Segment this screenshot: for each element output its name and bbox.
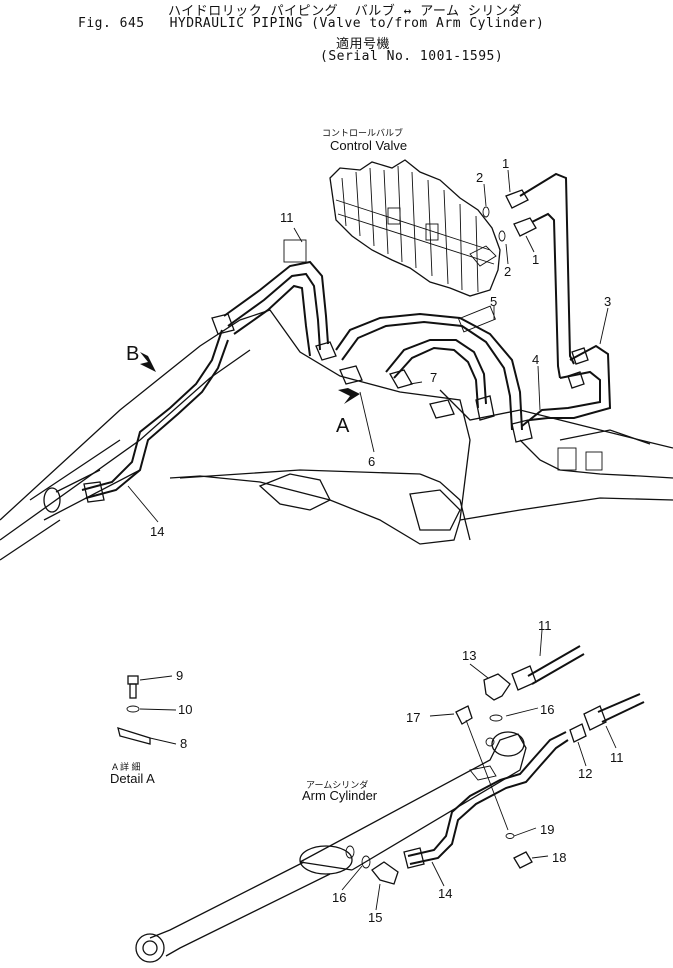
elbow-15: [361, 855, 399, 885]
boom: [0, 309, 673, 561]
part-number-17: 17: [406, 710, 420, 725]
detail-a-parts: [117, 675, 151, 745]
part-number-7: 7: [430, 370, 437, 385]
part-number-2a: 2: [476, 170, 483, 185]
clamp-17: [455, 705, 473, 725]
view-b-label: B: [126, 343, 139, 365]
part-number-13: 13: [462, 648, 476, 663]
title-japanese: ハイドロリック パイピング バルブ ↔ アーム シリンダ: [168, 4, 522, 19]
part-number-19: 19: [540, 822, 554, 837]
part-number-12: 12: [578, 766, 592, 781]
view-b-arrow: [140, 352, 156, 372]
control-valve-label: Control Valve: [330, 138, 407, 153]
part-number-3: 3: [604, 294, 611, 309]
part-number-18: 18: [552, 850, 566, 865]
hose-11-lower: [511, 645, 645, 731]
part-number-11c: 11: [610, 750, 624, 765]
nut-18: [513, 851, 533, 869]
view-a-label: A: [336, 415, 350, 437]
detail-a-label: Detail A: [110, 771, 155, 786]
part-number-11a: 11: [280, 210, 294, 225]
serial-range: (Serial No. 1001-1595): [320, 49, 504, 64]
leader-lines-lower: [139, 629, 617, 911]
part-number-14a: 14: [150, 524, 164, 539]
washer-19: [505, 833, 515, 839]
part-number-14b: 14: [438, 886, 452, 901]
steel-pipes: [519, 172, 612, 427]
fitting-12: [569, 723, 587, 743]
control-valve-label-jp: コントロールバルブ: [322, 127, 403, 138]
arm-cylinder: [135, 731, 527, 963]
part-number-8: 8: [180, 736, 187, 751]
part-number-16a: 16: [540, 702, 554, 717]
part-number-2b: 2: [504, 264, 511, 279]
part-number-15: 15: [368, 910, 382, 925]
leader-lines-upper: [127, 169, 609, 523]
part-number-11b: 11: [538, 618, 552, 633]
figure-title: Fig. 645 HYDRAULIC PIPING (Valve to/from…: [78, 16, 545, 31]
part-number-5: 5: [490, 294, 497, 309]
serial-japanese: 適用号機: [336, 37, 391, 52]
part-number-10: 10: [178, 702, 192, 717]
part-number-9: 9: [176, 668, 183, 683]
valve-fittings: [482, 189, 537, 242]
arm-cylinder-label: Arm Cylinder: [302, 788, 378, 803]
part-number-4: 4: [532, 352, 539, 367]
arm-cylinder-label-jp: アームシリンダ: [306, 779, 368, 790]
part-number-1a: 1: [502, 156, 509, 171]
fittings-6-7: [315, 341, 533, 443]
arm-pipe-14: [403, 731, 569, 869]
part-number-16b: 16: [332, 890, 346, 905]
part-number-1b: 1: [532, 252, 539, 267]
control-valve: [329, 159, 501, 297]
elbow-13: [483, 673, 511, 722]
boom-pipe-14: [81, 313, 235, 503]
view-a-arrow: [338, 388, 360, 404]
part-number-6: 6: [368, 454, 375, 469]
detail-a-label-jp: A 詳 細: [112, 761, 141, 772]
